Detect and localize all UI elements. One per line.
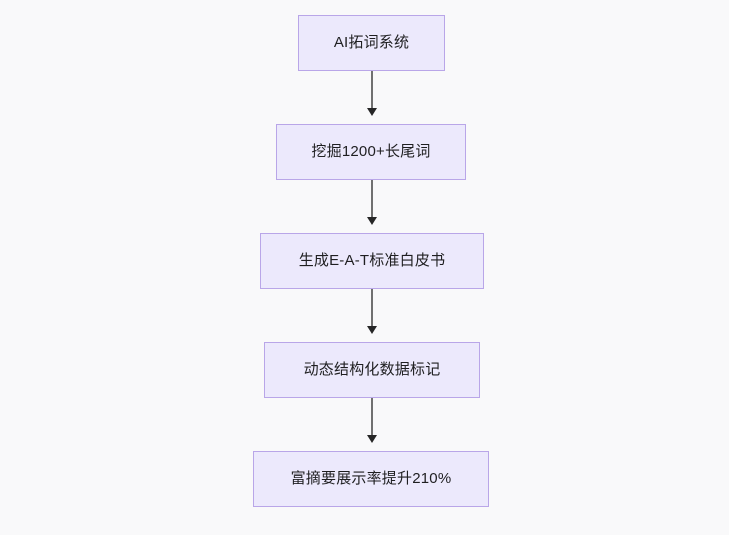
node-label: 动态结构化数据标记 [303, 361, 441, 378]
node-label: AI拓词系统 [333, 34, 410, 51]
flowchart-node-rich-snippet-result[interactable]: 富摘要展示率提升210% [253, 451, 489, 507]
arrowhead-n2-n3 [366, 217, 377, 225]
node-label: 生成E-A-T标准白皮书 [298, 252, 446, 269]
flowchart-node-eat-whitepaper[interactable]: 生成E-A-T标准白皮书 [260, 233, 484, 289]
flowchart-node-longtail-mining[interactable]: 挖掘1200+长尾词 [276, 124, 466, 180]
node-label: 富摘要展示率提升210% [290, 470, 452, 487]
edge-n1-n2 [371, 71, 373, 109]
edge-n4-n5 [371, 398, 373, 436]
edge-n2-n3 [371, 180, 373, 218]
arrowhead-n3-n4 [366, 326, 377, 334]
edge-n3-n4 [371, 289, 373, 327]
flowchart-node-ai-keyword-system[interactable]: AI拓词系统 [298, 15, 445, 71]
flowchart-node-structured-data-markup[interactable]: 动态结构化数据标记 [264, 342, 480, 398]
node-label: 挖掘1200+长尾词 [311, 143, 431, 160]
arrowhead-n1-n2 [366, 108, 377, 116]
arrowhead-n4-n5 [366, 435, 377, 443]
